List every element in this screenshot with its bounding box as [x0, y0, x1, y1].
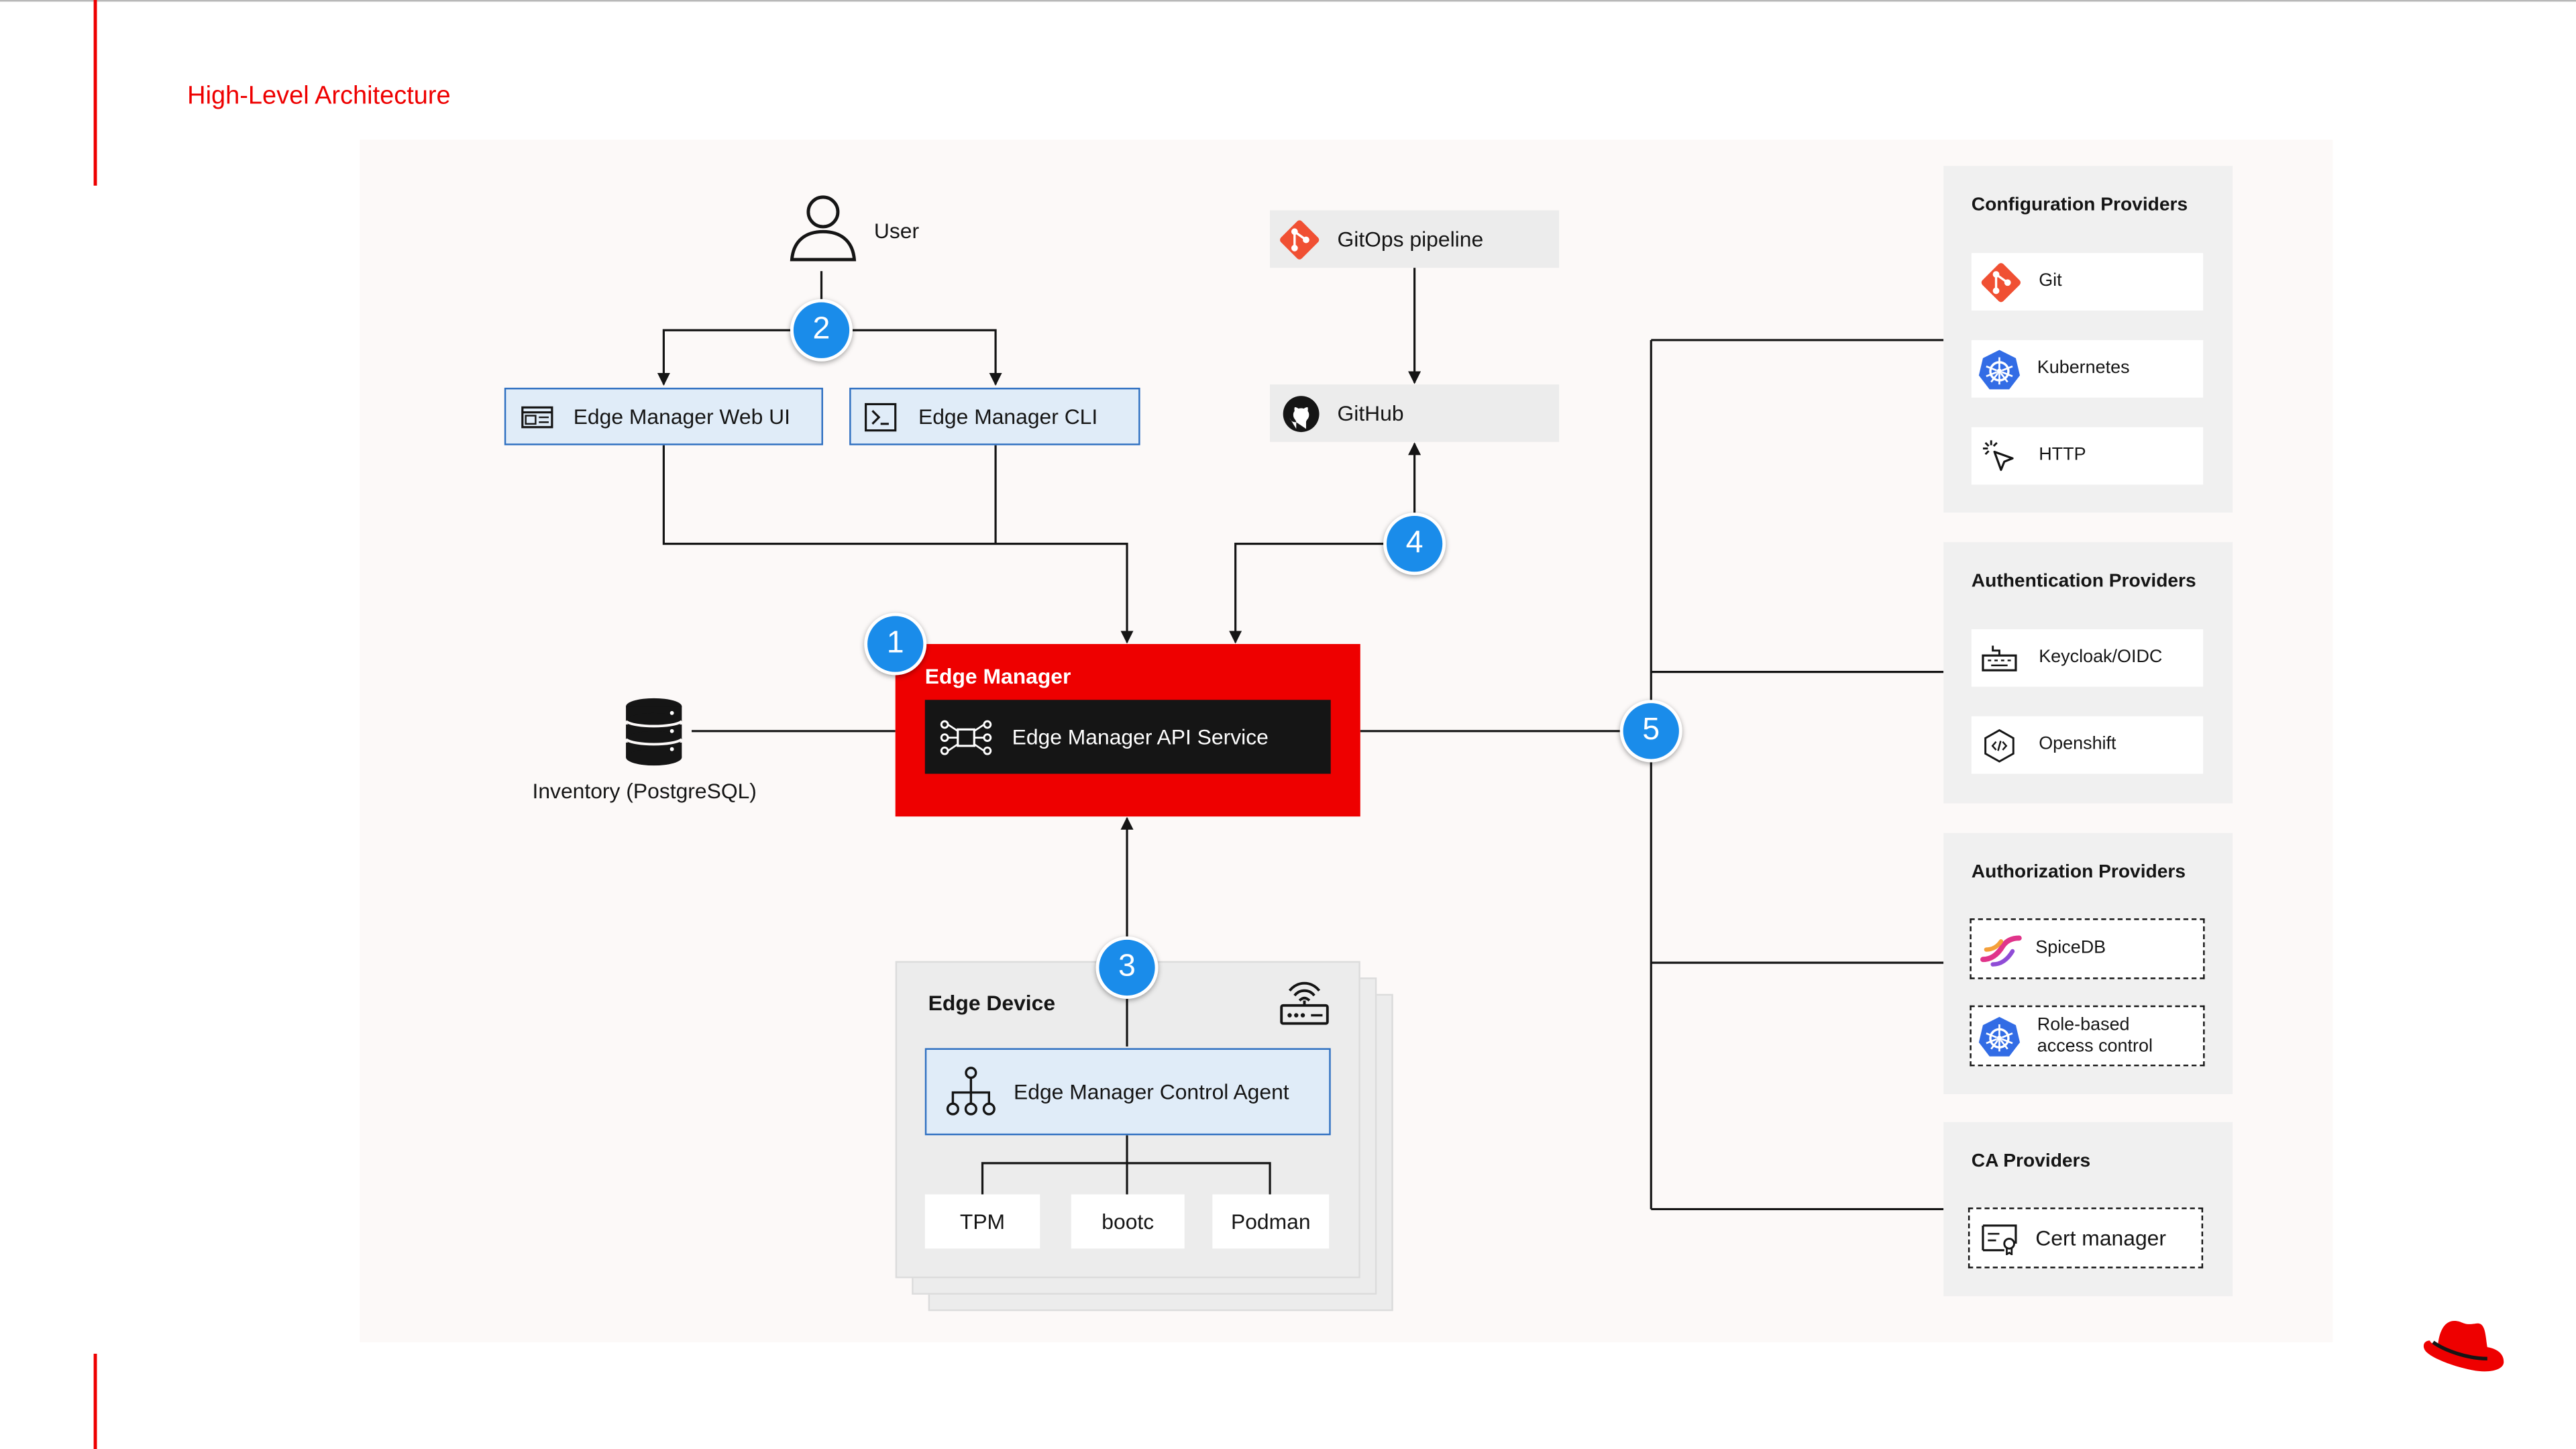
config-provider-kubernetes[interactable]: Kubernetes [1971, 339, 2204, 398]
badge-3: 3 [1095, 936, 1159, 999]
edge-device-title: Edge Device [928, 990, 1056, 1016]
left-accent-bar-bottom [93, 1353, 97, 1449]
authz-providers-title: Authorization Providers [1971, 862, 2186, 883]
auth-provider-openshift[interactable]: Openshift [1971, 716, 2204, 774]
config-provider-kubernetes-label: Kubernetes [2037, 358, 2130, 378]
database-icon [623, 696, 685, 766]
slide-title: High-Level Architecture [187, 82, 451, 111]
authz-provider-spicedb[interactable]: SpiceDB [1970, 918, 2205, 979]
hierarchy-icon [945, 1065, 997, 1118]
authz-provider-rbac-line-1: Role-based [2037, 1014, 2130, 1034]
badge-2: 2 [790, 299, 853, 362]
ca-providers-panel: CA Providers Cert manager [1943, 1122, 2233, 1297]
control-agent-label: Edge Manager Control Agent [1014, 1079, 1289, 1104]
config-provider-http-label: HTTP [2039, 445, 2086, 466]
badge-1: 1 [864, 612, 927, 676]
inventory-label: Inventory (PostgreSQL) [532, 778, 757, 804]
auth-provider-keycloak-label: Keycloak/OIDC [2039, 647, 2163, 667]
keyboard-icon [1981, 640, 2017, 676]
badge-5: 5 [1619, 700, 1682, 763]
web-ui-icon [521, 405, 553, 428]
cli-box[interactable]: Edge Manager CLI [849, 387, 1140, 445]
cli-label: Edge Manager CLI [918, 404, 1098, 429]
certificate-icon [1980, 1222, 2019, 1254]
podman-box[interactable]: Podman [1212, 1194, 1330, 1249]
config-providers-panel: Configuration Providers Git Kubernetes H… [1943, 166, 2233, 513]
auth-providers-title: Authentication Providers [1971, 572, 2196, 592]
gitops-pipeline-box[interactable]: GitOps pipeline [1270, 210, 1560, 268]
ca-provider-cert-manager-label: Cert manager [2035, 1225, 2166, 1250]
auth-provider-openshift-label: Openshift [2039, 734, 2116, 755]
left-accent-bar-top [93, 0, 97, 186]
auth-provider-keycloak[interactable]: Keycloak/OIDC [1971, 629, 2204, 687]
tpm-box[interactable]: TPM [924, 1194, 1040, 1249]
openshift-icon [1981, 727, 2017, 763]
github-icon [1281, 394, 1321, 433]
bootc-box[interactable]: bootc [1071, 1194, 1185, 1249]
user-icon [786, 193, 859, 265]
line-agent-components [981, 1162, 1271, 1196]
gitops-pipeline-label: GitOps pipeline [1337, 226, 1484, 252]
api-service-box[interactable]: Edge Manager API Service [924, 700, 1331, 774]
kubernetes-icon [1978, 1014, 2021, 1057]
auth-providers-panel: Authentication Providers Keycloak/OIDC O… [1943, 542, 2233, 804]
authz-provider-rbac[interactable]: Role-based access control [1970, 1005, 2205, 1067]
ca-provider-cert-manager[interactable]: Cert manager [1968, 1208, 2204, 1269]
web-ui-box[interactable]: Edge Manager Web UI [504, 387, 823, 445]
control-agent-box[interactable]: Edge Manager Control Agent [924, 1048, 1331, 1136]
authz-providers-panel: Authorization Providers SpiceDB Role-bas… [1943, 833, 2233, 1095]
github-box[interactable]: GitHub [1270, 384, 1560, 442]
redhat-logo-icon [2418, 1316, 2507, 1385]
arrow-web-ui-to-edge-manager [662, 445, 1134, 644]
api-service-label: Edge Manager API Service [1012, 724, 1269, 749]
top-divider [0, 0, 2576, 2]
authz-provider-spicedb-label: SpiceDB [2035, 938, 2106, 958]
cursor-click-icon [1980, 436, 2019, 476]
arrow-to-web-ui [657, 329, 822, 386]
arrow-edge-manager-github [1229, 442, 1421, 644]
config-provider-http[interactable]: HTTP [1971, 427, 2204, 485]
config-provider-git-label: Git [2039, 271, 2062, 291]
user-label: User [873, 218, 920, 244]
config-provider-git[interactable]: Git [1971, 253, 2204, 311]
terminal-icon [864, 402, 897, 431]
authz-provider-rbac-line-2: access control [2037, 1036, 2153, 1056]
github-label: GitHub [1337, 400, 1404, 426]
git-icon [1976, 257, 2025, 306]
badge-4: 4 [1383, 513, 1446, 576]
router-icon [1278, 981, 1330, 1027]
git-icon [1275, 215, 1324, 264]
arrow-to-cli [821, 329, 1002, 386]
web-ui-label: Edge Manager Web UI [573, 404, 790, 429]
spicedb-icon [1978, 930, 2025, 967]
authz-provider-rbac-label: Role-based access control [2037, 1014, 2153, 1057]
kubernetes-icon [1978, 347, 2021, 390]
edge-manager-title: Edge Manager [924, 663, 1071, 689]
api-network-icon [940, 718, 992, 755]
config-providers-title: Configuration Providers [1971, 195, 2188, 215]
ca-providers-title: CA Providers [1971, 1151, 2091, 1172]
